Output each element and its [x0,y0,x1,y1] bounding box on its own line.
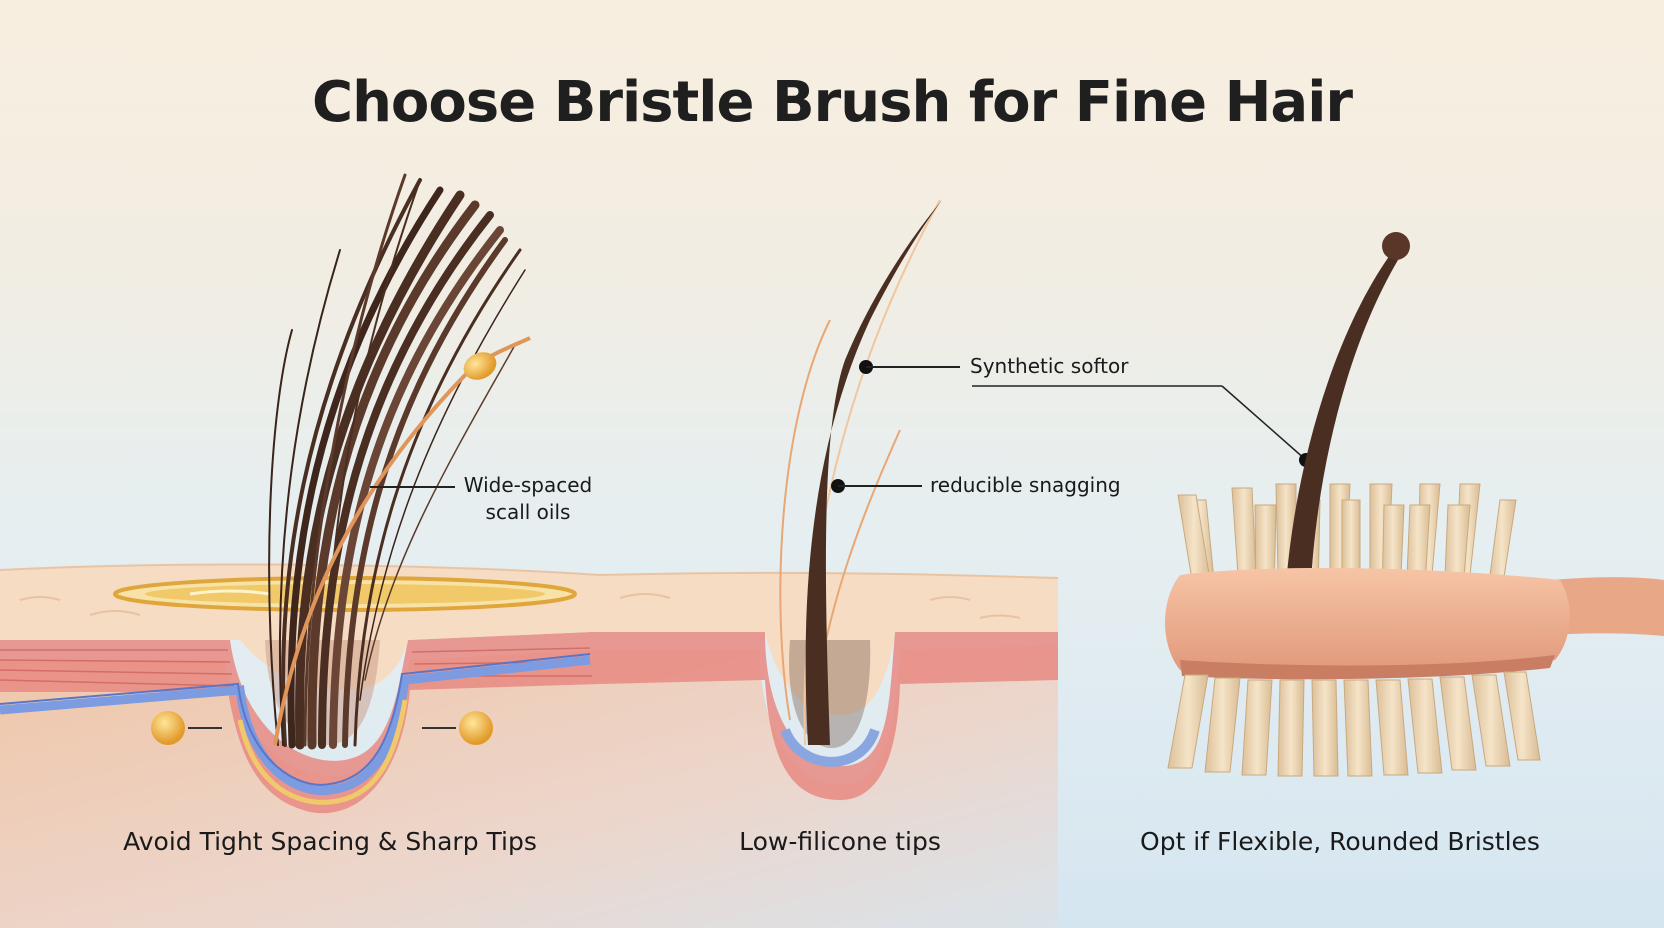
oil-glands [151,711,493,745]
callout-wide-spaced-line2: scall oils [485,500,571,524]
caption-right: Opt if Flexible, Rounded Bristles [1140,827,1540,856]
single-bristle [1285,255,1398,600]
oil-strand [273,336,531,746]
callout-wide-spaced-line1: Wide-spaced [463,473,593,497]
page-title: Choose Bristle Brush for Fine Hair [311,70,1353,135]
caption-middle: Low-filicone tips [739,827,941,856]
hair-strand-middle [779,199,942,746]
caption-left: Avoid Tight Spacing & Sharp Tips [123,827,537,856]
bristle-round-tip-icon [1382,232,1410,260]
dermis-layer [0,645,1058,928]
middle-follicle-blue [780,727,880,767]
oil-droplet-icon [463,352,497,380]
callout-synthetic: Synthetic softor [970,354,1129,378]
oil-gland-right-icon [459,711,493,745]
pink-muscle-band [0,628,1058,814]
hair-bundle-left [268,173,526,750]
callout-reducible: reducible snagging [930,473,1121,497]
brush-head [1165,568,1570,675]
callout-wide-spaced: Wide-spaced scall oils [463,472,593,526]
brush [1165,232,1664,777]
bristle-tufts-bottom [1167,671,1541,777]
oil-gland-left-icon [151,711,185,745]
skin-cross-section [0,563,1059,928]
